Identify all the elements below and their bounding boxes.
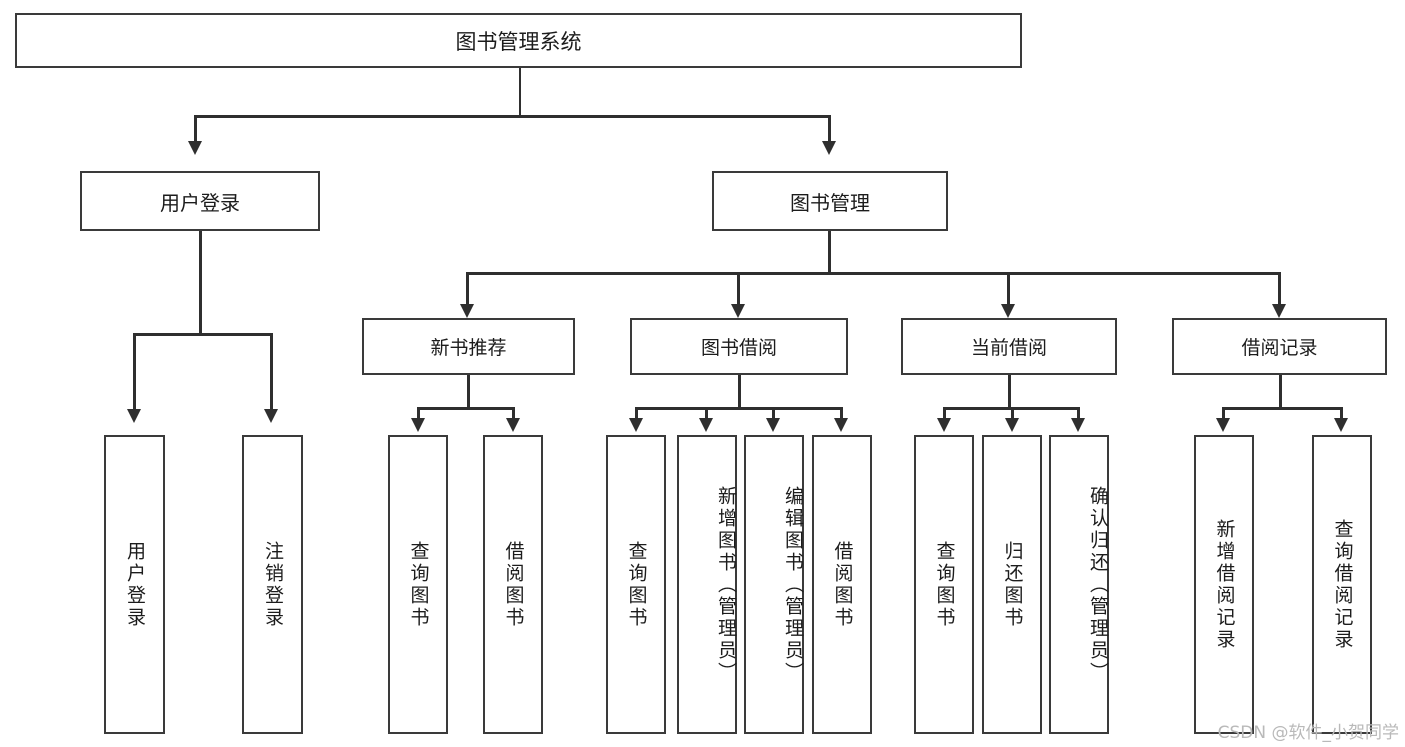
arrow-to-book-borrow: [731, 304, 745, 318]
connector-to-user-login: [194, 115, 197, 145]
connector-cb-child-1: [943, 407, 946, 421]
connector-to-borrow-record: [1278, 272, 1281, 308]
arrow-bb-child-1: [629, 418, 643, 432]
connector-nbr-child-1: [417, 407, 420, 421]
node-label: 查询图书: [407, 540, 430, 629]
connector-root-stem: [519, 68, 521, 116]
arrow-to-new-book-rec: [460, 304, 474, 318]
connector-to-new-book-rec: [466, 272, 469, 308]
arrow-cb-child-3: [1071, 418, 1085, 432]
node-label: 用户登录: [124, 540, 146, 629]
connector-br-child-1: [1222, 407, 1225, 421]
arrow-br-child-1: [1216, 418, 1230, 432]
connector-cb-child-3: [1077, 407, 1080, 421]
leaf-borrow-books[interactable]: 借阅图书: [812, 435, 872, 734]
leaf-query-books-borrow[interactable]: 查询图书: [606, 435, 666, 734]
node-label: 图书借阅: [700, 337, 777, 359]
node-label: 借阅图书: [831, 540, 854, 629]
arrow-to-current-borrow: [1001, 304, 1015, 318]
connector-user-login-stem: [199, 231, 202, 335]
arrow-nbr-child-2: [506, 418, 520, 432]
node-new-book-recommend[interactable]: 新书推荐: [362, 318, 575, 375]
node-label: 查询图书: [625, 540, 648, 629]
node-label: 查询借阅记录: [1331, 518, 1354, 651]
node-label: 图书管理系统: [455, 29, 582, 54]
node-label: 图书管理: [790, 190, 870, 215]
node-label: 当前借阅: [970, 337, 1047, 359]
node-label: 查询图书: [933, 540, 956, 629]
node-user-login[interactable]: 用户登录: [80, 171, 320, 231]
leaf-add-book-admin[interactable]: 新增图书（管理员）: [677, 435, 737, 734]
connector-bb-child-1: [635, 407, 638, 421]
connector-user-login-left: [133, 333, 136, 413]
node-label: 编辑图书（管理员）: [782, 485, 804, 684]
node-label: 新书推荐: [430, 337, 507, 359]
connector-current-borrow-stem: [1008, 375, 1011, 409]
arrow-bb-child-3: [766, 418, 780, 432]
connector-bb-child-3: [772, 407, 775, 421]
node-root-system[interactable]: 图书管理系统: [15, 13, 1022, 68]
connector-to-book-manage: [828, 115, 831, 145]
node-current-borrowing[interactable]: 当前借阅: [901, 318, 1117, 375]
node-book-management[interactable]: 图书管理: [712, 171, 948, 231]
connector-bb-child-4: [840, 407, 843, 421]
arrow-br-child-2: [1334, 418, 1348, 432]
connector-level1-bar: [194, 115, 831, 118]
connector-nbr-child-2: [512, 407, 515, 421]
connector-new-book-rec-stem: [467, 375, 470, 409]
connector-book-borrow-stem: [738, 375, 741, 409]
leaf-return-books[interactable]: 归还图书: [982, 435, 1042, 734]
leaf-query-books-current[interactable]: 查询图书: [914, 435, 974, 734]
leaf-edit-book-admin[interactable]: 编辑图书（管理员）: [744, 435, 804, 734]
arrow-to-book-manage: [822, 141, 836, 155]
arrow-cb-child-2: [1005, 418, 1019, 432]
csdn-watermark: CSDN @软件_小贺同学: [1217, 723, 1399, 743]
leaf-borrow-books-recommend[interactable]: 借阅图书: [483, 435, 543, 734]
arrow-to-user-login-leaf: [127, 409, 141, 423]
node-label: 新增借阅记录: [1213, 518, 1236, 651]
connector-borrow-record-stem: [1279, 375, 1282, 409]
connector-user-login-bar: [133, 333, 273, 336]
node-book-borrowing[interactable]: 图书借阅: [630, 318, 848, 375]
connector-to-current-borrow: [1007, 272, 1010, 308]
node-label: 注销登录: [262, 540, 284, 629]
node-borrow-records[interactable]: 借阅记录: [1172, 318, 1387, 375]
arrow-bb-child-2: [699, 418, 713, 432]
leaf-confirm-return-admin[interactable]: 确认归还（管理员）: [1049, 435, 1109, 734]
node-label: 用户登录: [160, 190, 240, 215]
node-label: 借阅图书: [502, 540, 525, 629]
connector-borrow-record-bar: [1222, 407, 1342, 410]
leaf-add-borrow-record[interactable]: 新增借阅记录: [1194, 435, 1254, 734]
arrow-nbr-child-1: [411, 418, 425, 432]
node-label: 确认归还（管理员）: [1087, 485, 1109, 684]
node-label: 新增图书（管理员）: [715, 485, 737, 684]
connector-book-borrow-bar: [635, 407, 843, 410]
connector-book-manage-stem: [828, 231, 831, 274]
leaf-query-borrow-record[interactable]: 查询借阅记录: [1312, 435, 1372, 734]
connector-new-book-rec-bar: [417, 407, 515, 410]
node-label: 归还图书: [1001, 540, 1024, 629]
leaf-query-books-recommend[interactable]: 查询图书: [388, 435, 448, 734]
arrow-to-user-login: [188, 141, 202, 155]
connector-to-book-borrow: [737, 272, 740, 308]
node-label: 借阅记录: [1241, 337, 1318, 359]
connector-user-login-right: [270, 333, 273, 413]
connector-bb-child-2: [705, 407, 708, 421]
arrow-bb-child-4: [834, 418, 848, 432]
connector-level3-bar: [466, 272, 1281, 275]
arrow-to-borrow-record: [1272, 304, 1286, 318]
leaf-user-login[interactable]: 用户登录: [104, 435, 165, 734]
leaf-logout[interactable]: 注销登录: [242, 435, 303, 734]
connector-br-child-2: [1340, 407, 1343, 421]
arrow-cb-child-1: [937, 418, 951, 432]
arrow-to-logout-leaf: [264, 409, 278, 423]
connector-cb-child-2: [1011, 407, 1014, 421]
